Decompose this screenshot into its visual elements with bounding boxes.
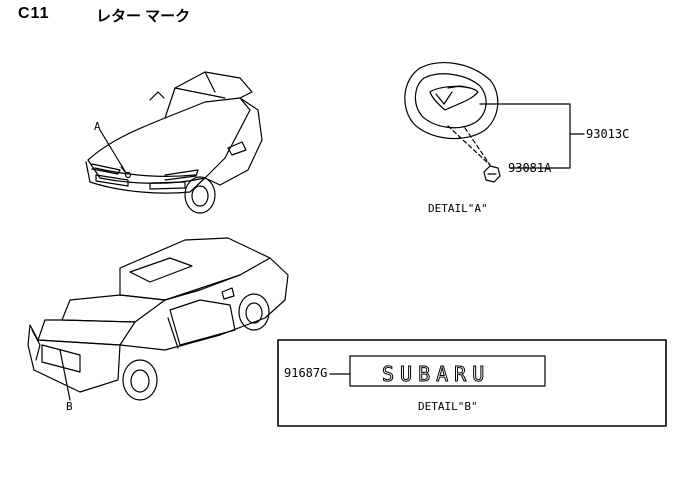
detail-a-nut	[483, 165, 501, 183]
callout-a: A	[94, 120, 101, 133]
subaru-badge-text: SUBARU	[381, 362, 491, 387]
part-number-emblem: 93013C	[586, 127, 630, 141]
detail-a-emblem	[404, 62, 585, 169]
callout-b: B	[66, 400, 73, 413]
rear-car-illustration	[27, 237, 289, 401]
detail-b-caption: DETAIL"B"	[418, 400, 478, 413]
page-code: C11	[18, 5, 50, 22]
front-car-illustration	[85, 71, 263, 214]
part-number-nut: 93081A	[508, 161, 552, 175]
page-title: レター マーク	[96, 8, 191, 25]
detail-b-frame	[277, 339, 667, 427]
detail-a-caption: DETAIL"A"	[428, 202, 488, 215]
part-number-badge: 91687G	[284, 366, 328, 380]
